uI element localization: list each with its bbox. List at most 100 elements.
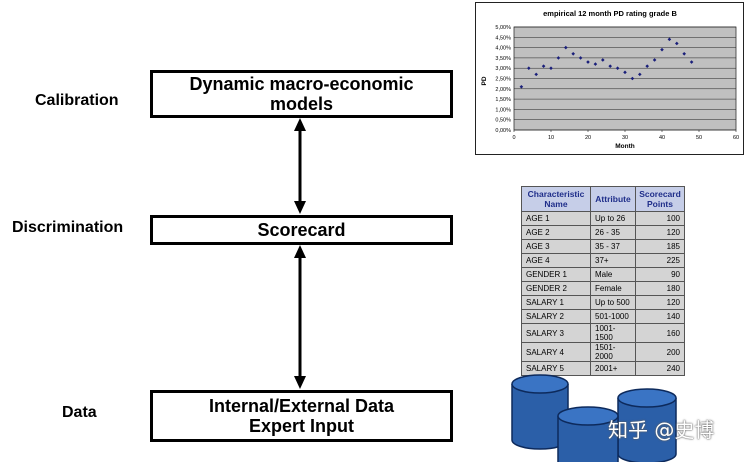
y-tick-label: 0,50%	[495, 118, 511, 124]
database-icon	[617, 388, 677, 462]
cell-characteristic: SALARY 5	[521, 361, 591, 376]
y-tick-label: 4,50%	[495, 35, 511, 41]
scorecard-box-label: Scorecard	[257, 220, 346, 240]
cell-attribute: Male	[590, 267, 636, 282]
arrow-discrimination-data	[294, 245, 306, 389]
x-tick-label: 60	[733, 135, 739, 141]
y-tick-label: 0,00%	[495, 128, 511, 134]
data-point	[556, 56, 561, 60]
cell-points: 90	[635, 267, 685, 282]
cell-characteristic: AGE 1	[521, 211, 591, 226]
cell-points: 120	[635, 295, 685, 310]
data-point	[645, 64, 649, 68]
database-icon	[557, 406, 619, 462]
cell-points: 100	[635, 211, 685, 226]
x-tick-label: 0	[512, 135, 515, 141]
chart-x-axis-label: Month	[615, 143, 635, 150]
cell-characteristic: AGE 2	[521, 225, 591, 240]
cell-points: 185	[635, 239, 685, 254]
cell-attribute: 37+	[590, 253, 636, 268]
scorecard-table: Characteristic Name Attribute Scorecard …	[521, 186, 685, 376]
database-icons	[511, 374, 677, 462]
y-tick-label: 2,50%	[495, 77, 511, 83]
data-label: Data	[62, 404, 97, 421]
header-attribute: Attribute	[590, 186, 636, 212]
data-point	[571, 51, 575, 56]
macro-models-line-2: models	[269, 94, 333, 114]
discrimination-label: Discrimination	[12, 219, 124, 236]
data-point	[652, 58, 657, 62]
x-tick-label: 10	[548, 135, 554, 141]
calibration-label: Calibration	[35, 92, 119, 109]
data-point	[564, 45, 568, 50]
cell-characteristic: AGE 3	[521, 239, 591, 254]
arrow-calibration-discrimination	[294, 118, 306, 214]
chart-title: empirical 12 month PD rating grade B	[543, 9, 677, 18]
data-point	[608, 64, 612, 68]
cell-points: 200	[635, 342, 685, 362]
data-box-line-2: Expert Input	[248, 416, 354, 436]
x-tick-label: 30	[622, 135, 628, 141]
data-point	[689, 60, 694, 64]
data-point	[682, 51, 686, 56]
data-point	[578, 56, 583, 60]
cell-points: 225	[635, 253, 685, 268]
database-icon	[511, 374, 569, 450]
chart-y-axis-label: PD	[481, 76, 488, 85]
cell-points: 180	[635, 281, 685, 296]
cell-attribute: Up to 500	[590, 295, 636, 310]
cell-points: 120	[635, 225, 685, 240]
cell-points: 240	[635, 361, 685, 376]
x-tick-label: 20	[585, 135, 591, 141]
cell-points: 140	[635, 309, 685, 324]
y-tick-label: 1,50%	[495, 97, 511, 103]
macro-models-box: Dynamic macro-economic models	[150, 70, 453, 118]
cell-characteristic: GENDER 2	[521, 281, 591, 296]
cell-attribute: Female	[590, 281, 636, 296]
watermark: 知乎 @史博	[608, 418, 715, 442]
cell-attribute: 26 - 35	[590, 225, 636, 240]
x-tick-label: 40	[659, 135, 665, 141]
x-tick-label: 50	[696, 135, 702, 141]
scorecard-header-row: Characteristic Name Attribute Scorecard …	[521, 186, 685, 212]
header-scorecard-points: Scorecard Points	[635, 186, 685, 212]
data-point	[519, 84, 524, 89]
cell-attribute: 1001-1500	[590, 323, 636, 343]
cell-attribute: 2001+	[590, 361, 636, 376]
data-point	[593, 62, 598, 66]
cell-characteristic: AGE 4	[521, 253, 591, 268]
scorecard-box: Scorecard	[150, 215, 453, 245]
data-point	[667, 37, 672, 42]
y-tick-label: 2,00%	[495, 87, 511, 93]
data-point	[630, 76, 635, 81]
pd-chart-svg: empirical 12 month PD rating grade B PD …	[481, 9, 739, 150]
cell-characteristic: SALARY 3	[521, 323, 591, 343]
data-point	[527, 66, 531, 70]
cell-attribute: 1501-2000	[590, 342, 636, 362]
y-tick-label: 5,00%	[495, 25, 511, 31]
cell-characteristic: SALARY 1	[521, 295, 591, 310]
y-tick-label: 3,50%	[495, 56, 511, 62]
y-tick-label: 3,00%	[495, 66, 511, 72]
header-characteristic-name: Characteristic Name	[521, 186, 591, 212]
cell-attribute: 501-1000	[590, 309, 636, 324]
y-tick-label: 1,00%	[495, 107, 511, 113]
cell-characteristic: SALARY 4	[521, 342, 591, 362]
cell-characteristic: SALARY 2	[521, 309, 591, 324]
data-point	[615, 66, 620, 70]
data-point	[601, 58, 605, 62]
cell-characteristic: GENDER 1	[521, 267, 591, 282]
data-point	[675, 41, 679, 46]
data-point	[534, 72, 538, 77]
pd-chart: empirical 12 month PD rating grade B PD …	[475, 2, 744, 155]
